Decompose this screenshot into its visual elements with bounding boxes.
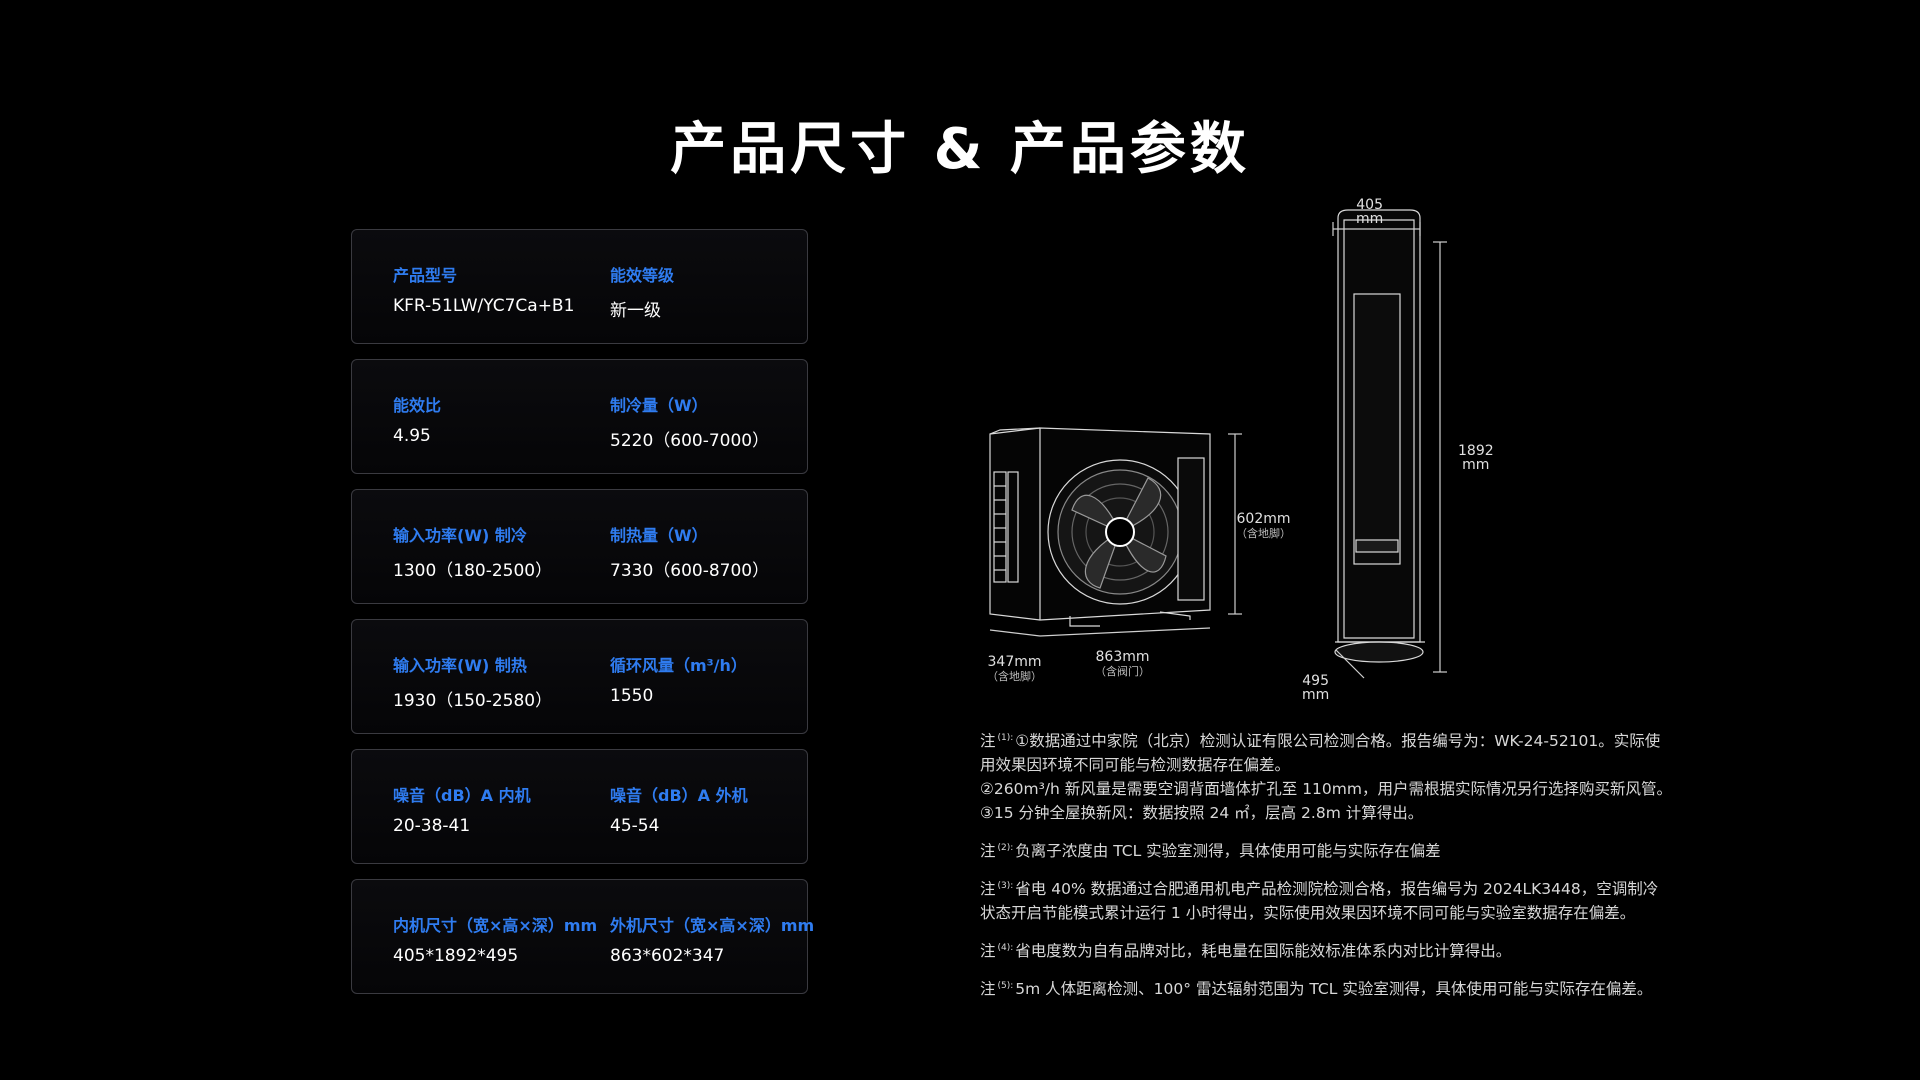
spec-item: 产品型号 KFR-51LW/YC7Ca+B1: [393, 262, 574, 316]
spec-value: 863*602*347: [610, 946, 725, 966]
spec-item: 能效等级新一级: [610, 262, 674, 321]
footnote-mark: (5):: [997, 981, 1014, 991]
page-title: 产品尺寸 & 产品参数: [670, 117, 1250, 182]
spec-value: 4.95: [393, 426, 431, 446]
footnote-text: 省电 40% 数据通过合肥通用机电产品检测院检测合格，报告编号为 2024LK3…: [1015, 880, 1659, 898]
outdoor-height-label: 602mm（含地脚）: [1236, 511, 1291, 540]
footnote-text: ①数据通过中家院（北京）检测认证有限公司检测合格。报告编号为：WK-24-521…: [1015, 732, 1661, 750]
footnote-text: 状态开启节能模式累计运行 1 小时得出，实际使用效果因环境不同可能与实验室数据存…: [980, 904, 1636, 922]
footnote-mark: (4):: [997, 943, 1014, 953]
footnote: 注(1):①数据通过中家院（北京）检测认证有限公司检测合格。报告编号为：WK-2…: [980, 726, 1720, 825]
spec-value: KFR-51LW/YC7Ca+B1: [393, 296, 575, 316]
spec-value: 5220（600-7000）: [610, 431, 770, 451]
footnotes: 注(1):①数据通过中家院（北京）检测认证有限公司检测合格。报告编号为：WK-2…: [980, 726, 1720, 1012]
outdoor-depth-label: 347mm（含地脚）: [987, 654, 1042, 683]
spec-label: 输入功率(W) 制热: [393, 656, 527, 675]
footnote-prefix: 注: [980, 942, 996, 960]
footnote-text: ②260m³/h 新风量是需要空调背面墙体扩孔至 110mm，用户需根据实际情况…: [980, 780, 1672, 798]
spec-label: 制冷量（W）: [610, 396, 708, 415]
footnote: 注(2):负离子浓度由 TCL 实验室测得，具体使用可能与实际存在偏差: [980, 836, 1720, 863]
footnote-line: 注(3):省电 40% 数据通过合肥通用机电产品检测院检测合格，报告编号为 20…: [980, 874, 1720, 901]
spec-card: 输入功率(W) 制热 1930（150-2580） 循环风量（m³/h） 1550: [351, 619, 808, 734]
footnote-line: 注(4):省电度数为自有品牌对比，耗电量在国际能效标准体系内对比计算得出。: [980, 936, 1720, 963]
footnote-text: 用效果因环境不同可能与检测数据存在偏差。: [980, 756, 1291, 774]
spec-label: 外机尺寸（宽×高×深）mm: [610, 916, 815, 935]
spec-item: 制热量（W） 7330（600-8700）: [610, 522, 769, 581]
spec-value: 1550: [610, 686, 654, 706]
spec-value: 405*1892*495: [393, 946, 519, 966]
spec-label: 产品型号: [393, 266, 458, 285]
footnote-prefix: 注: [980, 732, 996, 750]
footnote-text: 省电度数为自有品牌对比，耗电量在国际能效标准体系内对比计算得出。: [1015, 942, 1512, 960]
spec-card: 噪音（dB）A 内机 20-38-41 噪音（dB）A 外机 45-54: [351, 749, 808, 864]
footnote-prefix: 注: [980, 880, 996, 898]
footnote: 注(3):省电 40% 数据通过合肥通用机电产品检测院检测合格，报告编号为 20…: [980, 874, 1720, 925]
footnote: 注(4):省电度数为自有品牌对比，耗电量在国际能效标准体系内对比计算得出。: [980, 936, 1720, 963]
outdoor-width-label: 863mm（含阀门）: [1095, 649, 1150, 678]
footnote-text: 负离子浓度由 TCL 实验室测得，具体使用可能与实际存在偏差: [1015, 842, 1441, 860]
spec-item: 外机尺寸（宽×高×深）mm 863*602*347: [610, 912, 814, 966]
footnote-mark: (1):: [997, 733, 1014, 743]
spec-card: 产品型号 KFR-51LW/YC7Ca+B1 能效等级新一级: [351, 229, 808, 344]
footnote-prefix: 注: [980, 842, 996, 860]
footnote: 注(5):5m 人体距离检测、100° 雷达辐射范围为 TCL 实验室测得，具体…: [980, 974, 1720, 1001]
footnote-line: 用效果因环境不同可能与检测数据存在偏差。: [980, 753, 1720, 777]
footnote-line: 注(2):负离子浓度由 TCL 实验室测得，具体使用可能与实际存在偏差: [980, 836, 1720, 863]
spec-label: 内机尺寸（宽×高×深）mm: [393, 916, 598, 935]
spec-value: 1300（180-2500）: [393, 561, 553, 581]
spec-item: 循环风量（m³/h） 1550: [610, 652, 747, 706]
spec-card: 能效比 4.95 制冷量（W） 5220（600-7000）: [351, 359, 808, 474]
spec-item: 噪音（dB）A 内机 20-38-41: [393, 782, 531, 836]
spec-item: 输入功率(W) 制冷 1300（180-2500）: [393, 522, 552, 581]
spec-table: 产品型号 KFR-51LW/YC7Ca+B1 能效等级新一级能效比 4.95 制冷量（W…: [351, 229, 814, 1009]
spec-label: 输入功率(W) 制冷: [393, 526, 527, 545]
footnote-line: 状态开启节能模式累计运行 1 小时得出，实际使用效果因环境不同可能与实验室数据存…: [980, 901, 1720, 925]
footnote-line: 注(5):5m 人体距离检测、100° 雷达辐射范围为 TCL 实验室测得，具体…: [980, 974, 1720, 1001]
footnote-line: ②260m³/h 新风量是需要空调背面墙体扩孔至 110mm，用户需根据实际情况…: [980, 777, 1720, 801]
footnote-line: ③15 分钟全屋换新风：数据按照 24 ㎡，层高 2.8m 计算得出。: [980, 801, 1720, 825]
spec-label: 噪音（dB）A 外机: [610, 786, 748, 805]
spec-value: 20-38-41: [393, 816, 471, 836]
spec-label: 噪音（dB）A 内机: [393, 786, 531, 805]
spec-card: 内机尺寸（宽×高×深）mm 405*1892*495 外机尺寸（宽×高×深）mm 86…: [351, 879, 814, 994]
footnote-prefix: 注: [980, 980, 996, 998]
spec-item: 内机尺寸（宽×高×深）mm 405*1892*495: [393, 912, 597, 966]
spec-label: 制热量（W）: [610, 526, 708, 545]
spec-card: 输入功率(W) 制冷 1300（180-2500） 制热量（W） 7330（600-8…: [351, 489, 808, 604]
spec-label: 能效等级: [610, 266, 675, 285]
footnote-text: ③15 分钟全屋换新风：数据按照 24 ㎡，层高 2.8m 计算得出。: [980, 804, 1424, 822]
spec-item: 能效比 4.95: [393, 392, 441, 446]
spec-item: 输入功率(W) 制热 1930（150-2580）: [393, 652, 552, 711]
spec-value: 新一级: [610, 301, 661, 321]
outdoor-unit-drawing: [989, 427, 1242, 637]
indoor-unit-drawing: [1332, 209, 1447, 679]
spec-value: 1930（150-2580）: [393, 691, 553, 711]
footnote-mark: (3):: [997, 881, 1014, 891]
footnote-line: 注(1):①数据通过中家院（北京）检测认证有限公司检测合格。报告编号为：WK-2…: [980, 726, 1720, 753]
spec-item: 制冷量（W） 5220（600-7000）: [610, 392, 769, 451]
spec-value: 7330（600-8700）: [610, 561, 770, 581]
spec-label: 能效比: [393, 396, 442, 415]
spec-item: 噪音（dB）A 外机 45-54: [610, 782, 748, 836]
spec-value: 45-54: [610, 816, 660, 836]
footnote-text: 5m 人体距离检测、100° 雷达辐射范围为 TCL 实验室测得，具体使用可能与…: [1015, 980, 1653, 998]
product-line-drawing: [989, 209, 1447, 679]
spec-label: 循环风量（m³/h）: [610, 656, 747, 675]
footnote-mark: (2):: [997, 843, 1014, 853]
